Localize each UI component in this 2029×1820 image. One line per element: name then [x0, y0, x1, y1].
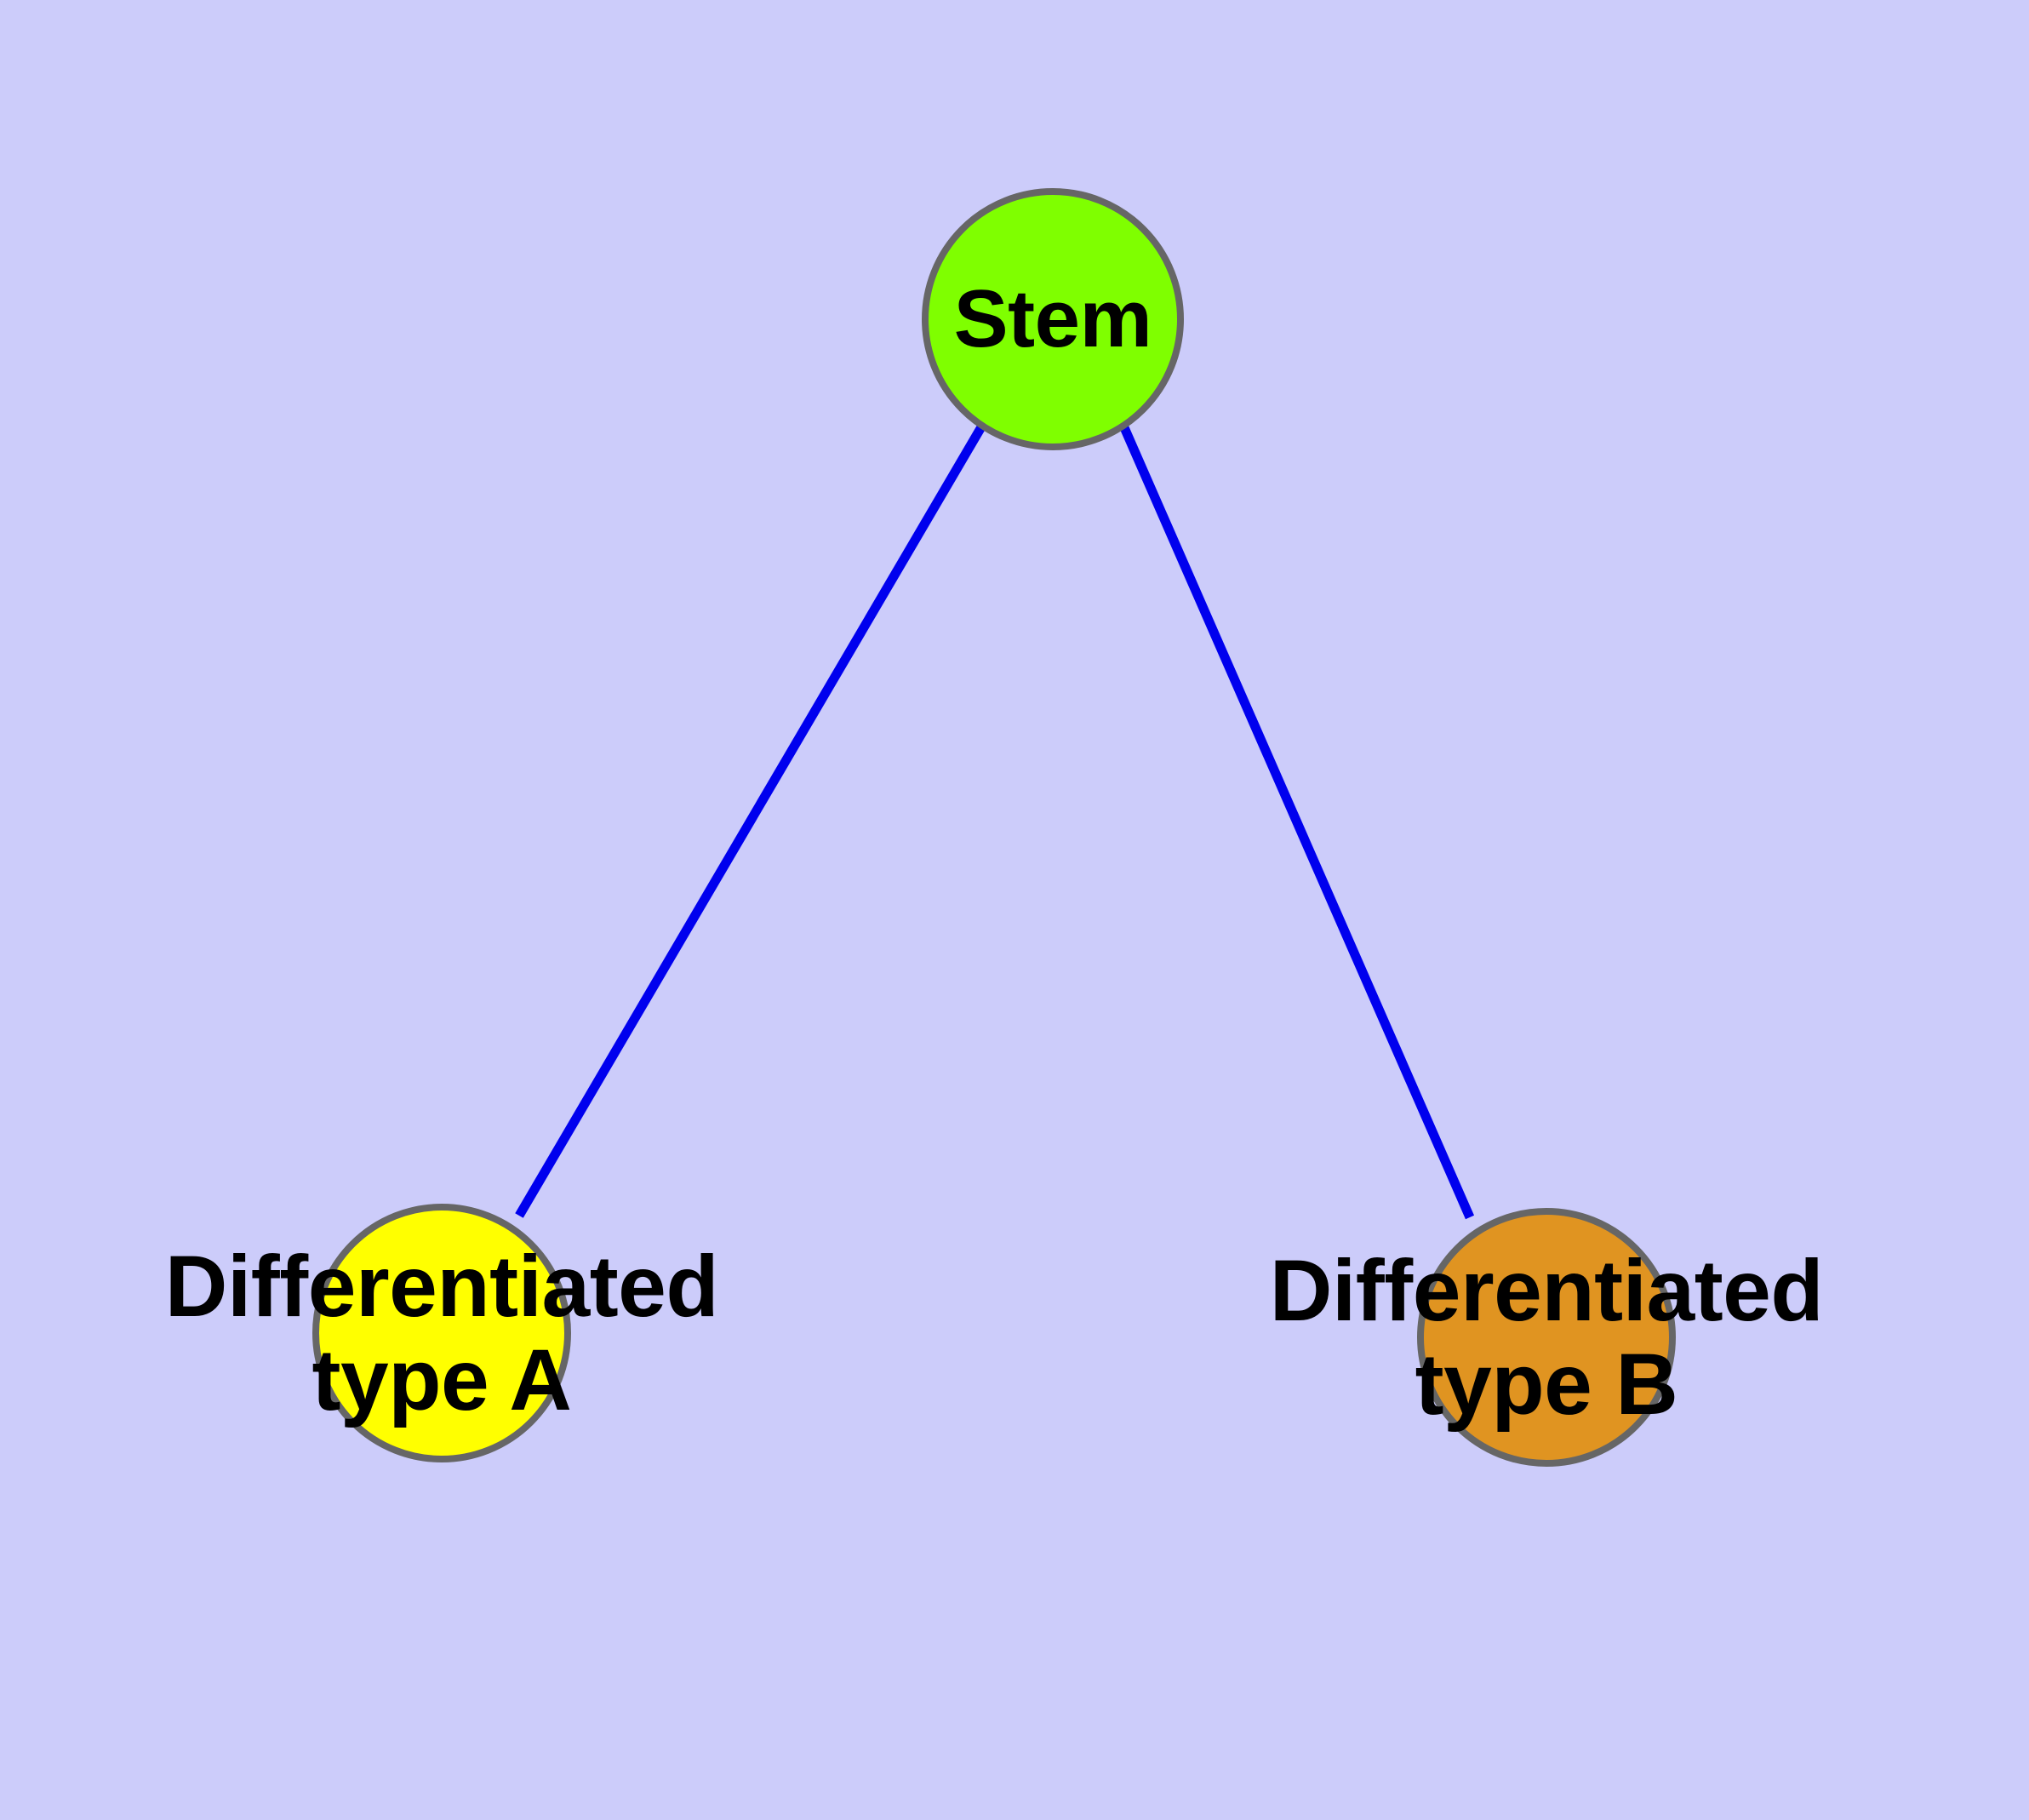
edge-stem-to-differentiated-type-a — [515, 423, 986, 1218]
node-circle-differentiated-type-b[interactable] — [1417, 1208, 1676, 1467]
edge-layer — [515, 423, 1475, 1220]
node-circle-differentiated-type-a[interactable] — [312, 1204, 571, 1462]
edge-stem-to-differentiated-type-b — [1118, 423, 1475, 1220]
node-circle-stem[interactable] — [922, 188, 1184, 450]
node-layer — [312, 188, 1676, 1467]
